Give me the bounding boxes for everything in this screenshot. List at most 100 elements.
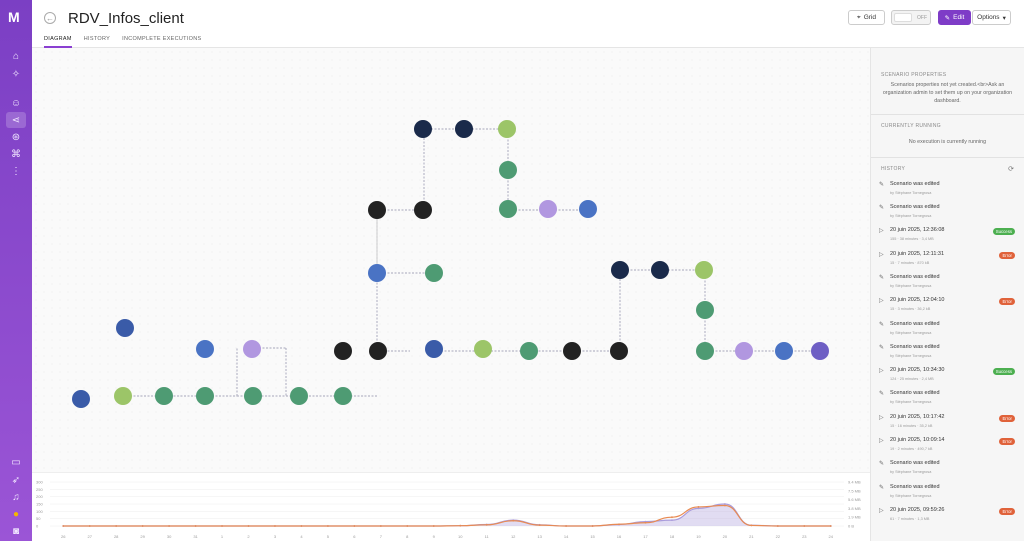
json-module[interactable] [243, 340, 261, 358]
openai-module-1[interactable] [155, 387, 173, 405]
openai-module-9[interactable] [499, 200, 517, 218]
tab-incomplete-executions[interactable]: INCOMPLETE EXECUTIONS [122, 36, 202, 42]
tab-bar: DIAGRAM HISTORY INCOMPLETE EXECUTIONS [44, 36, 201, 48]
make-logo[interactable]: M [8, 9, 20, 25]
openai-module-10[interactable] [696, 301, 714, 319]
cloud-module-3[interactable] [563, 342, 581, 360]
json-module-3[interactable] [735, 342, 753, 360]
share-icon[interactable]: ✧ [11, 68, 21, 80]
openai-module-11[interactable] [696, 342, 714, 360]
x-tick-label: 3 [274, 534, 277, 539]
series-point-data [432, 525, 435, 527]
scenarios-icon[interactable]: ⋖ [6, 112, 26, 128]
tools-module[interactable] [811, 342, 829, 360]
history-item-meta: by Stéphane Tornegrosa [890, 283, 932, 288]
openai-module-4[interactable] [290, 387, 308, 405]
aggregator-module-2[interactable] [498, 120, 516, 138]
anthropic-module-4[interactable] [651, 261, 669, 279]
anthropic-module-3[interactable] [611, 261, 629, 279]
history-item-title: Scenario was edited [890, 343, 940, 350]
scenario-canvas[interactable] [32, 48, 870, 541]
edit-icon: ✎ [879, 391, 885, 398]
play-icon: ▷ [879, 507, 884, 514]
edit-label: Edit [953, 14, 965, 21]
openai-module-8[interactable] [499, 161, 517, 179]
grid-button[interactable]: ⌖Grid [848, 10, 885, 25]
text-parser-module[interactable] [114, 387, 132, 405]
json-module-2[interactable] [539, 200, 557, 218]
tab-diagram[interactable]: DIAGRAM [44, 36, 72, 48]
tab-history[interactable]: HISTORY [83, 36, 111, 42]
x-tick-label: 20 [723, 534, 728, 539]
scenario-properties-title: SCENARIO PROPERTIES [881, 72, 947, 78]
outlook-module[interactable] [579, 200, 597, 218]
pencil-icon: ✎ [944, 14, 951, 22]
anthropic-module-2[interactable] [455, 120, 473, 138]
outlook-module-2[interactable] [775, 342, 793, 360]
openai-module-5[interactable] [334, 387, 352, 405]
history-item-meta: by Stéphane Tornegrosa [890, 493, 932, 498]
refresh-icon[interactable]: ⟳ [1008, 165, 1014, 173]
trigger-module[interactable] [72, 390, 90, 408]
apps-icon[interactable]: ⌘ [11, 148, 21, 160]
more-icon[interactable]: ⋮ [11, 165, 21, 177]
users-icon[interactable]: ☺ [10, 97, 22, 109]
avatar[interactable]: ◙ [12, 525, 20, 537]
linkedin-module[interactable] [425, 340, 443, 358]
cloud-module[interactable] [334, 342, 352, 360]
series-point-data [141, 525, 144, 527]
http-module-2[interactable] [368, 264, 386, 282]
x-tick-label: 9 [433, 534, 436, 539]
bell-icon[interactable]: ♫ [12, 491, 20, 503]
rocket-icon[interactable]: ➶ [11, 474, 21, 486]
x-tick-label: 17 [643, 534, 648, 539]
cloud-module-6[interactable] [414, 201, 432, 219]
connections [123, 128, 820, 397]
templates-icon[interactable]: ⊛ [11, 131, 21, 143]
openai-module-3[interactable] [244, 387, 262, 405]
status-badge: Error [999, 298, 1015, 306]
x-tick-label: 1 [221, 534, 224, 539]
scenario-title[interactable]: RDV_Infos_client [68, 10, 184, 27]
back-icon[interactable]: ← [44, 12, 56, 24]
x-tick-label: 11 [485, 534, 490, 539]
http-module[interactable] [196, 340, 214, 358]
series-point-data [168, 525, 171, 527]
cloud-module-2[interactable] [369, 342, 387, 360]
home-icon[interactable]: ⌂ [12, 50, 20, 62]
aggregator-module-3[interactable] [695, 261, 713, 279]
series-point-data [697, 506, 700, 508]
series-point-data [88, 525, 91, 527]
series-point-data [247, 525, 250, 527]
help-icon[interactable]: ● [12, 508, 20, 520]
docs-icon[interactable]: ▭ [11, 456, 21, 468]
history-item-title: 20 juin 2025, 12:11:31 [890, 250, 945, 257]
options-button[interactable]: Options▾ [972, 10, 1011, 25]
openai-module-2[interactable] [196, 387, 214, 405]
cloud-module-4[interactable] [610, 342, 628, 360]
series-point-data [62, 525, 65, 527]
openai-module-7[interactable] [425, 264, 443, 282]
microsoft-365-module[interactable] [116, 319, 134, 337]
scheduling-toggle[interactable]: OFF [891, 10, 931, 25]
aggregator-module[interactable] [474, 340, 492, 358]
cloud-module-5[interactable] [368, 201, 386, 219]
openai-module-6[interactable] [520, 342, 538, 360]
edit-button[interactable]: ✎Edit [938, 10, 971, 25]
anthropic-module[interactable] [414, 120, 432, 138]
